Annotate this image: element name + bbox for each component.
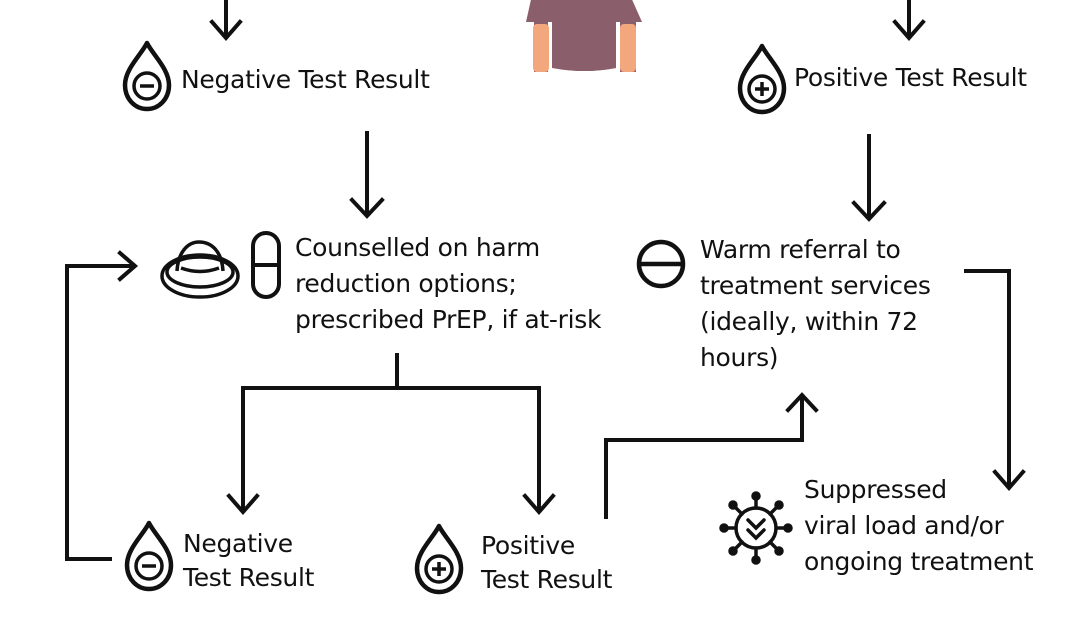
referral-line: treatment services [700, 271, 931, 300]
person-icon [526, 0, 642, 72]
counselled-line: Counselled on harm [295, 233, 540, 262]
bottom-negative-line: Test Result [183, 563, 315, 592]
positive-drop-icon [740, 46, 784, 112]
arrow-referral-to-suppressed [964, 269, 1026, 492]
arrow-positive-to-referral [851, 134, 887, 222]
condom-icon [160, 240, 240, 299]
bottom-negative-label: Negative Test Result [183, 527, 314, 595]
referral-line: hours) [700, 343, 779, 372]
counselled-line: reduction options; [295, 269, 517, 298]
arrow-top-left [209, 0, 243, 42]
counselled-label: Counselled on harm reduction options; pr… [295, 230, 601, 338]
virus-icon [719, 491, 793, 565]
suppressed-label: Suppressed viral load and/or ongoing tre… [804, 472, 1034, 580]
positive-drop-icon [417, 526, 461, 592]
bottom-positive-label: Positive Test Result [481, 529, 612, 597]
bottom-positive-line: Positive [481, 531, 575, 560]
minus-circle-icon [636, 239, 686, 289]
arrow-negative-loop-back [65, 250, 139, 561]
counselled-line: prescribed PrEP, if at-risk [295, 305, 602, 334]
suppressed-line: Suppressed [804, 475, 947, 504]
top-positive-label: Positive Test Result [794, 63, 1027, 92]
referral-line: Warm referral to [700, 235, 901, 264]
arrow-counselled-split [226, 353, 556, 516]
suppressed-line: viral load and/or [804, 511, 1004, 540]
referral-line: (ideally, within 72 [700, 307, 918, 336]
arrow-positive-to-referral-bottom [604, 392, 819, 519]
suppressed-line: ongoing treatment [804, 547, 1034, 576]
arrow-negative-to-counselled [349, 131, 385, 219]
bottom-positive-line: Test Result [481, 565, 613, 594]
referral-label: Warm referral to treatment services (ide… [700, 232, 931, 376]
negative-drop-icon [125, 43, 169, 109]
arrow-top-right [892, 0, 926, 42]
top-negative-label: Negative Test Result [181, 65, 430, 94]
negative-drop-icon [127, 523, 171, 589]
bottom-negative-line: Negative [183, 529, 293, 558]
pill-icon [251, 231, 281, 299]
